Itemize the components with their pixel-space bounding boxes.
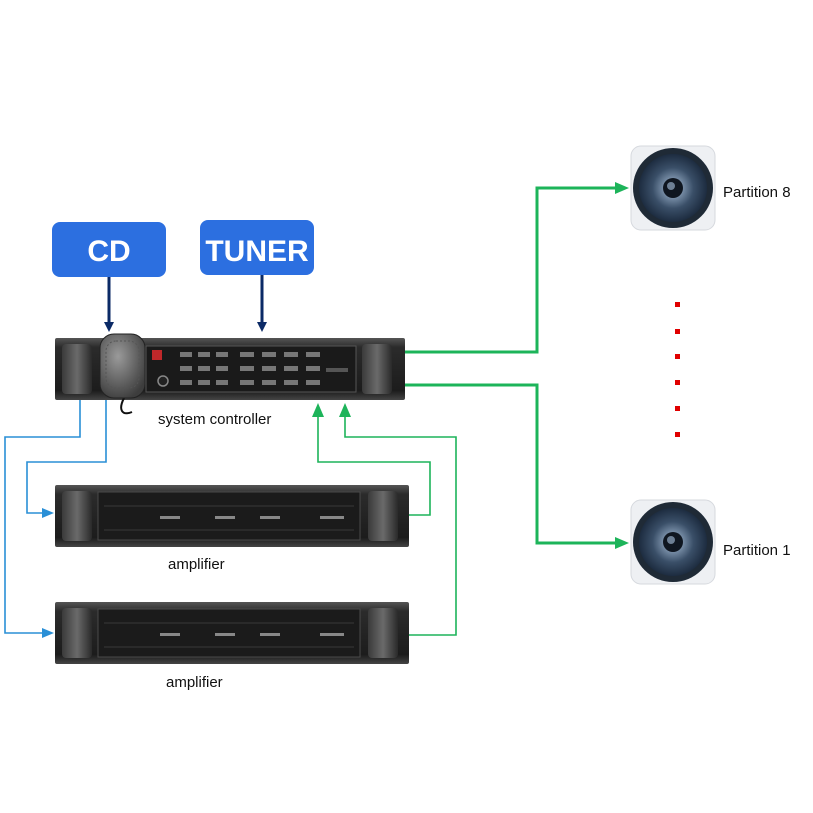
controller-label: system controller: [158, 411, 271, 428]
mic-jack: [157, 375, 169, 387]
amp2-right-ear: [368, 608, 398, 658]
green-return-amp1: [312, 403, 431, 516]
amp2-left-ear: [62, 608, 92, 658]
cd-box: [52, 222, 166, 277]
microphone: [99, 333, 146, 415]
tuner-label: TUNER: [205, 235, 309, 268]
speaker-partition-1: [630, 499, 716, 585]
amp1-right-ear: [368, 491, 398, 541]
amplifier-1: [55, 485, 409, 547]
blue-line-amp1: [26, 398, 107, 518]
right-rack-ear: [362, 344, 392, 394]
amplifier-2-label: amplifier: [166, 674, 223, 691]
amp1-left-ear: [62, 491, 92, 541]
cd-source: CD: [52, 222, 166, 277]
tuner-box: [200, 220, 314, 275]
green-output-partition-8: [405, 182, 629, 354]
partition-1-label: Partition 1: [723, 542, 791, 559]
continuation-dots: [675, 302, 680, 437]
amplifier-2: [55, 602, 409, 664]
control-buttons: [180, 352, 320, 385]
system-controller: [55, 333, 405, 415]
blue-line-amp2: [4, 398, 81, 638]
tuner-source: TUNER: [200, 220, 314, 275]
green-output-partition-1: [405, 383, 629, 549]
speaker-partition-8: [630, 145, 716, 231]
partition-8-label: Partition 8: [723, 184, 791, 201]
power-switch: [152, 350, 162, 360]
green-return-amp2: [339, 403, 457, 636]
cd-label: CD: [87, 235, 130, 268]
left-rack-ear: [62, 344, 92, 394]
amplifier-1-label: amplifier: [168, 556, 225, 573]
